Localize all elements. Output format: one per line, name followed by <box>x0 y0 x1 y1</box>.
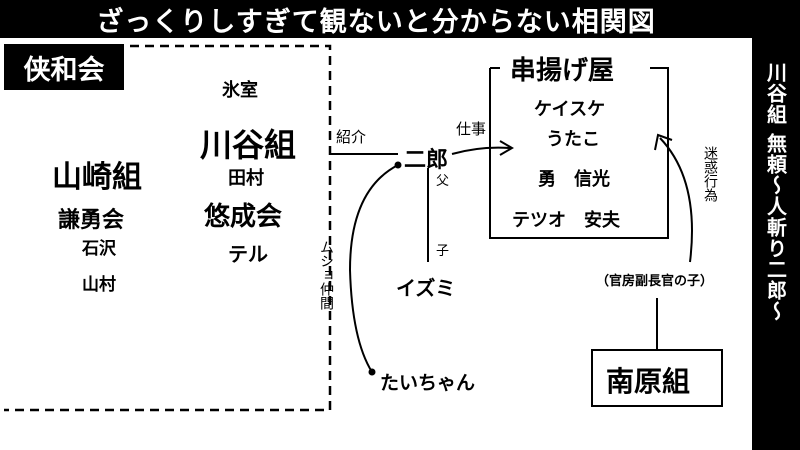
yamamura-label: 山村 <box>82 275 116 295</box>
kawatani-gumi-label: 川谷組 <box>200 126 297 164</box>
diagram-title: ざっくりしすぎて観ないと分からない相関図 <box>96 6 656 38</box>
kyowakai-label: 侠和会 <box>4 44 124 90</box>
kenyukai-label: 謙勇会 <box>58 208 125 233</box>
jiro-label: 二郎 <box>404 148 449 173</box>
side-label-text: 川谷組 無頼〜人斬り二郎〜 <box>763 62 788 322</box>
izumi-label: イズミ <box>396 276 456 300</box>
kushiage-member-1: ケイスケ <box>534 99 606 120</box>
yamazaki-gumi-label: 山崎組 <box>52 160 142 195</box>
shoukai-label: 紹介 <box>336 128 367 146</box>
kyowakai-dashed-border <box>4 44 332 412</box>
diagram-panel <box>0 38 752 450</box>
yuseikai-label: 悠成会 <box>204 202 283 232</box>
kushiage-member-3: 勇 信光 <box>538 169 610 190</box>
kushiage-member-2: うたこ <box>546 129 600 150</box>
kushiage-label: 串揚げ屋 <box>510 56 615 86</box>
meiwaku-arrow <box>659 137 693 263</box>
kushiage-member-4: テツオ 安夫 <box>512 210 620 231</box>
shigoto-label: 仕事 <box>456 120 487 138</box>
shigoto-arrow <box>451 146 511 155</box>
teru-label: テル <box>228 242 268 266</box>
minamihara-label: 南原組 <box>606 365 691 398</box>
tamura-label: 田村 <box>228 168 264 189</box>
chichi-label: 父 <box>436 174 450 189</box>
minamihara-note: （官房副長官の子） <box>596 274 714 289</box>
mushoyo-curve <box>348 164 399 373</box>
ishizawa-label: 石沢 <box>82 239 116 259</box>
ko-label: 子 <box>436 244 450 259</box>
mushoyo-label: ムショ仲間 <box>318 240 334 310</box>
hikomuro-label: 氷室 <box>222 80 258 101</box>
kushiage-box-border <box>489 67 669 239</box>
meiwaku-label: 迷惑行為 <box>702 146 718 202</box>
side-label: 川谷組 無頼〜人斬り二郎〜 <box>752 38 800 450</box>
taichan-label: たいちゃん <box>380 372 476 394</box>
